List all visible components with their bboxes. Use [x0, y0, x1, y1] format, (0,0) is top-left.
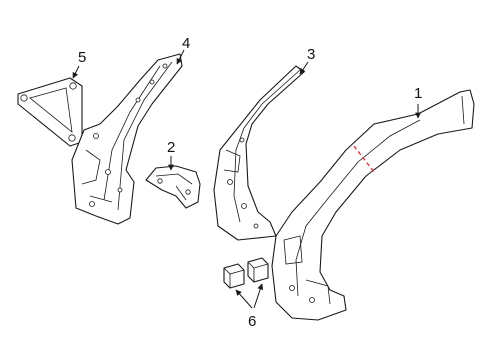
hinge-pillar-reinforcement-part — [71, 53, 183, 225]
callout-2: 2 — [167, 139, 175, 156]
callout-5: 5 — [78, 49, 86, 66]
callout-5-leader — [72, 65, 80, 79]
callout-3: 3 — [307, 46, 315, 63]
callout-1: 1 — [414, 85, 422, 102]
callout-4-leader — [176, 49, 185, 65]
callout-3-leader — [299, 61, 309, 75]
gusset-bracket-part — [17, 77, 83, 147]
body-side-outer-pillar-part — [271, 89, 475, 321]
callout-6: 6 — [248, 313, 256, 330]
callout-6-leader-a — [235, 289, 253, 309]
hinge-bracket-part — [145, 165, 201, 209]
callout-4: 4 — [182, 35, 190, 52]
pillar-inner-panel-part — [213, 65, 305, 241]
callout-6-leader-b — [253, 283, 264, 309]
spacer-blocks-part — [223, 257, 269, 289]
